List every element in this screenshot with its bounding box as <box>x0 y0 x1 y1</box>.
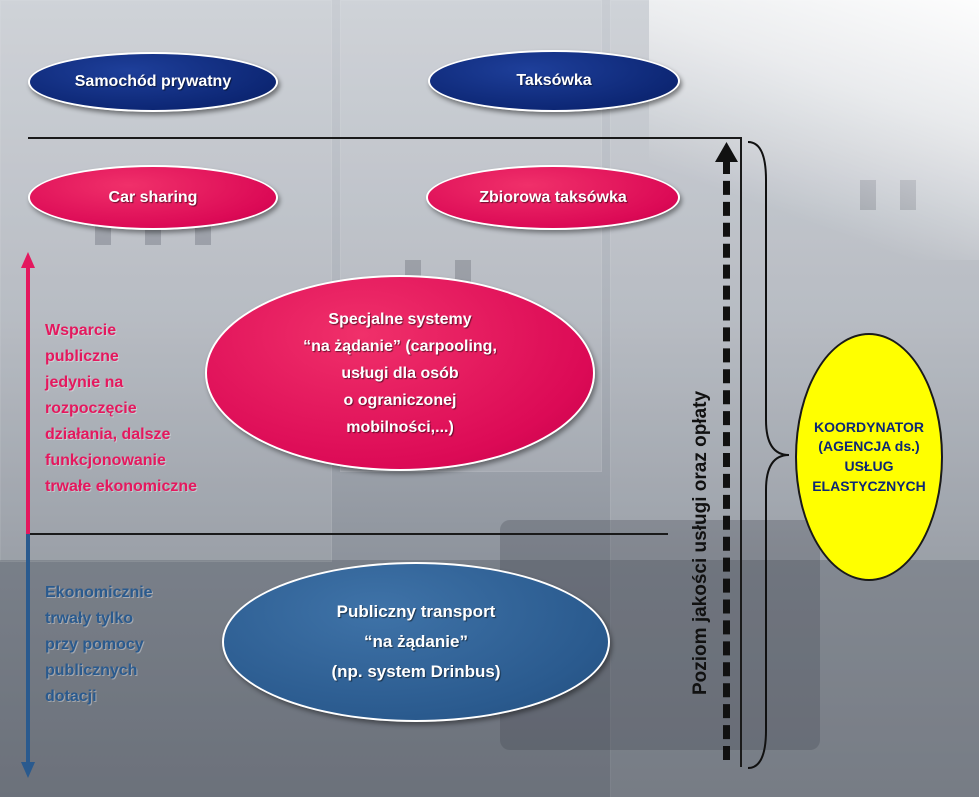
public-on-demand-ellipse: Publiczny transport “na żądanie” (np. sy… <box>222 562 610 722</box>
arrow-up-icon <box>715 142 738 162</box>
left-arrow <box>21 252 35 778</box>
car-sharing-label: Car sharing <box>108 188 198 206</box>
curly-brace <box>747 141 790 769</box>
quality-price-label: Poziom jakości usługi oraz opłaty <box>690 390 711 695</box>
car-sharing-ellipse: Car sharing <box>28 165 278 230</box>
special-systems-text: Specjalne systemy “na żądanie” (carpooli… <box>303 310 497 436</box>
public-on-demand-text: Publiczny transport “na żądanie” (np. sy… <box>331 602 501 681</box>
middle-divider-line <box>28 533 668 535</box>
shared-taxi-label: Zbiorowa taksówka <box>479 188 627 206</box>
right-boundary-line <box>740 137 742 767</box>
subsidy-text: Ekonomicznie trwały tylko przy pomocy pu… <box>45 584 153 705</box>
taxi-ellipse: Taksówka <box>428 50 680 112</box>
private-car-label: Samochód prywatny <box>74 73 232 91</box>
coordinator-text: KOORDYNATOR (AGENCJA ds.) USŁUG ELASTYCZ… <box>812 418 926 494</box>
taxi-label: Taksówka <box>516 72 592 90</box>
shared-taxi-ellipse: Zbiorowa taksówka <box>426 165 680 230</box>
private-car-ellipse: Samochód prywatny <box>28 52 278 112</box>
special-systems-ellipse: Specjalne systemy “na żądanie” (carpooli… <box>205 275 595 471</box>
dotted-quality-arrow <box>723 160 730 760</box>
public-support-text: Wsparcie publiczne jedynie na rozpoczęci… <box>45 322 198 495</box>
coordinator-ellipse: KOORDYNATOR (AGENCJA ds.) USŁUG ELASTYCZ… <box>795 333 943 581</box>
top-divider-line <box>28 137 740 139</box>
